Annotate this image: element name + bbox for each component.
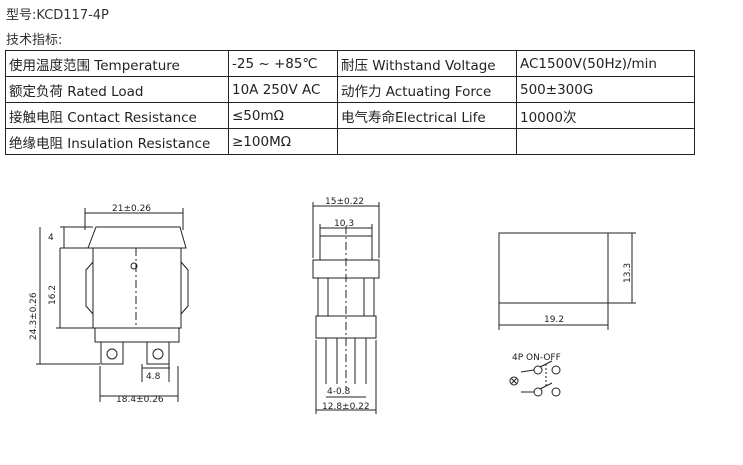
side-view: 15±0.22 10.3 4-0.8 12.8±0.22 (312, 197, 380, 414)
spec-cell: 绝缘电阻 Insulation Resistance (5, 128, 229, 155)
spec-cell (516, 128, 695, 155)
dim-side-base: 12.8±0.22 (322, 402, 370, 412)
dim-front-body: 16.2 (48, 285, 58, 305)
spec-cell: 使用温度范围 Temperature (5, 50, 229, 77)
front-view: 21±0.26 4 16.2 24.3±0.26 4.8 18.4±0.26 (29, 204, 189, 405)
circuit-label: 4P ON-OFF (512, 353, 561, 363)
spec-cell: 接触电阻 Contact Resistance (5, 102, 229, 129)
dim-front-pin: 4.8 (146, 372, 161, 382)
model-number: 型号:KCD117-4P (6, 8, 109, 23)
spec-cell: 额定负荷 Rated Load (5, 76, 229, 103)
spec-cell: AC1500V(50Hz)/min (516, 50, 695, 77)
dim-cutout-height: 13.3 (623, 263, 633, 283)
spec-cell: 10A 250V AC (228, 76, 338, 103)
panel-cutout: 19.2 13.3 (498, 232, 636, 330)
dim-front-base: 18.4±0.26 (116, 395, 164, 405)
spec-row: 绝缘电阻 Insulation Resistance≥100MΩ (5, 128, 695, 155)
dim-front-width: 21±0.26 (112, 204, 151, 214)
spec-cell: ≤50mΩ (228, 102, 338, 129)
spec-cell: 500±300G (516, 76, 695, 103)
specs-heading: 技术指标: (6, 33, 63, 48)
dim-side-width: 15±0.22 (325, 197, 364, 207)
dim-side-pins: 4-0.8 (327, 387, 351, 397)
circuit-diagram: 4P ON-OFF (509, 353, 561, 397)
spec-cell: ≥100MΩ (228, 128, 338, 155)
spec-cell: 动作力 Actuating Force (337, 76, 517, 103)
dim-front-total: 24.3±0.26 (29, 292, 39, 340)
spec-cell: 耐压 Withstand Voltage (337, 50, 517, 77)
dim-cutout-width: 19.2 (544, 315, 564, 325)
dim-side-inner: 10.3 (334, 219, 354, 229)
dim-front-top: 4 (48, 233, 54, 243)
spec-cell (337, 128, 517, 155)
